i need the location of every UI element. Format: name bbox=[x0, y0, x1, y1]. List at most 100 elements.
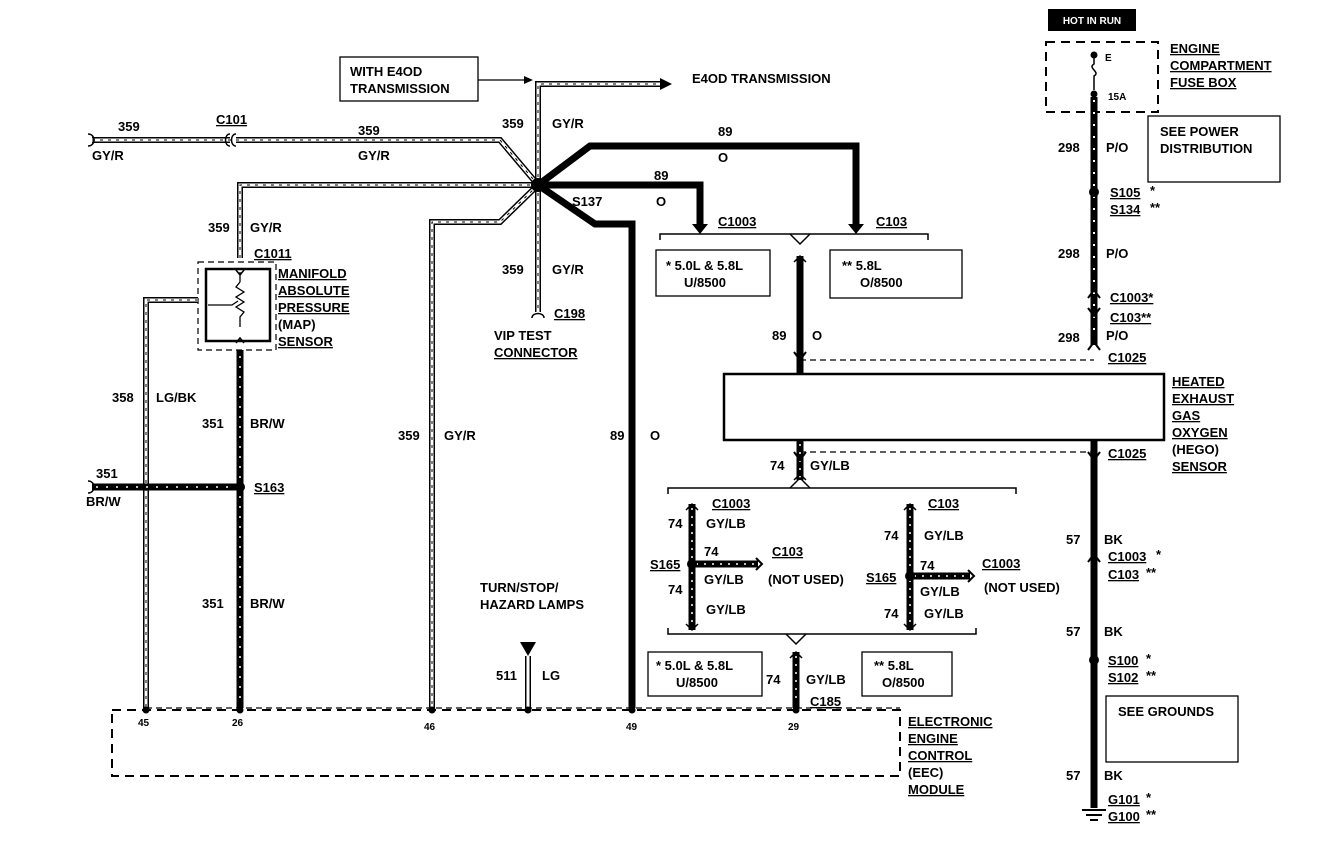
star-g101: * bbox=[1146, 790, 1152, 805]
map-sensor: MANIFOLD ABSOLUTE PRESSURE (MAP) SENSOR bbox=[197, 261, 350, 351]
color-gylb-e: GY/LB bbox=[924, 528, 964, 543]
connectors-upper-right: C1003* C103** C1025 bbox=[1108, 290, 1154, 365]
star-s105: * bbox=[1150, 183, 1156, 198]
splice-s102: S102 bbox=[1108, 670, 1138, 685]
conn-c103-top: C103** bbox=[1110, 310, 1152, 325]
conn-c1025-bottom: C1025 bbox=[1108, 446, 1146, 461]
lamps-label-1: TURN/STOP/ bbox=[480, 580, 559, 595]
variant-top-left-1: * 5.0L & 5.8L bbox=[666, 258, 743, 273]
vip-label-2: CONNECTOR bbox=[494, 345, 578, 360]
eec-label-2: ENGINE bbox=[908, 731, 958, 746]
e4od-target: E4OD TRANSMISSION bbox=[692, 71, 831, 86]
turn-stop-hazard-lamps: TURN/STOP/ HAZARD LAMPS 511 LG bbox=[480, 580, 584, 708]
circuit-57-b: 57 bbox=[1066, 624, 1080, 639]
circuit-89-d: 89 bbox=[772, 328, 786, 343]
circuit-74-b: 74 bbox=[668, 516, 683, 531]
circuit-74-g: 74 bbox=[884, 606, 899, 621]
color-gyr-f: GY/R bbox=[552, 262, 584, 277]
color-gylb-f: GY/LB bbox=[920, 584, 960, 599]
variant-top-right-1: ** 5.8L bbox=[842, 258, 882, 273]
conn-c103-s165r: C103 bbox=[928, 496, 959, 511]
circuit-359-c: 359 bbox=[208, 220, 230, 235]
eec-label-1: ELECTRONIC bbox=[908, 714, 993, 729]
color-o-a: O bbox=[718, 150, 728, 165]
conn-c1025-top: C1025 bbox=[1108, 350, 1146, 365]
color-lg: LG bbox=[542, 668, 560, 683]
splices-s105-s134: S105 * S134 ** bbox=[1110, 183, 1161, 217]
variant-top-right-2: O/8500 bbox=[860, 275, 903, 290]
wire-358-lgbk: 358 LG/BK bbox=[112, 297, 198, 708]
circuit-359-d: 359 bbox=[398, 428, 420, 443]
map-label-2: ABSOLUTE bbox=[278, 283, 350, 298]
hego-sensor: HEATED EXHAUST GAS OXYGEN (HEGO) SENSOR bbox=[722, 359, 1234, 474]
color-gylb-b: GY/LB bbox=[706, 516, 746, 531]
wire-74-eec: 74 GY/LB C185 bbox=[766, 650, 846, 709]
hego-label-2: EXHAUST bbox=[1172, 391, 1234, 406]
color-bk-a: BK bbox=[1104, 532, 1123, 547]
color-gylb-h: GY/LB bbox=[806, 672, 846, 687]
fuse-box-label-2: COMPARTMENT bbox=[1170, 58, 1272, 73]
wire-359-map: 359 GY/R C1011 bbox=[208, 182, 538, 261]
star-g100: ** bbox=[1146, 807, 1157, 822]
power-wire-298: 298 P/O 298 P/O 298 P/O bbox=[1058, 97, 1128, 351]
e4od-note-box: WITH E4OD TRANSMISSION bbox=[339, 56, 533, 102]
eec-label-5: MODULE bbox=[908, 782, 965, 797]
splice-s137-group: S137 89 O 89 O 89 O C1003 C103 bbox=[531, 124, 907, 708]
circuit-89-a: 89 bbox=[718, 124, 732, 139]
hego-label-6: SENSOR bbox=[1172, 459, 1228, 474]
color-po-c: P/O bbox=[1106, 328, 1128, 343]
circuit-74-c: 74 bbox=[704, 544, 719, 559]
circuit-359-e: 359 bbox=[502, 116, 524, 131]
pin-45: 45 bbox=[138, 718, 150, 729]
grounds-note: SEE GROUNDS bbox=[1118, 704, 1214, 719]
variant-bracket-bottom: * 5.0L & 5.8L U/8500 ** 5.8L O/8500 bbox=[647, 628, 977, 697]
ground-symbol-icon bbox=[1082, 809, 1106, 821]
color-o-d: O bbox=[812, 328, 822, 343]
color-o-c: O bbox=[650, 428, 660, 443]
variant-bottom-right-2: O/8500 bbox=[882, 675, 925, 690]
lamps-label-2: HAZARD LAMPS bbox=[480, 597, 584, 612]
color-po-b: P/O bbox=[1106, 246, 1128, 261]
circuit-351-b: 351 bbox=[96, 466, 118, 481]
map-label-1: MANIFOLD bbox=[278, 266, 347, 281]
ground-g100: G100 bbox=[1108, 809, 1140, 824]
conn-c103-s165l: C103 bbox=[772, 544, 803, 559]
variant-top-left-2: U/8500 bbox=[684, 275, 726, 290]
wire-359-eec: 359 GY/R bbox=[398, 182, 541, 708]
e4od-note-2: TRANSMISSION bbox=[350, 81, 450, 96]
wire-359-c101: 359 GY/R C101 359 GY/R bbox=[87, 112, 541, 187]
splice-s165-right: C103 74 GY/LB 74 S165 GY/LB C1003 (NOT U… bbox=[866, 496, 1060, 632]
star-s100: * bbox=[1146, 651, 1152, 666]
color-brw-a: BR/W bbox=[250, 416, 285, 431]
color-gyr-d: GY/R bbox=[444, 428, 476, 443]
hego-label-5: (HEGO) bbox=[1172, 442, 1219, 457]
splice-s165-l: S165 bbox=[650, 557, 680, 572]
circuit-74-h: 74 bbox=[766, 672, 781, 687]
pin-29: 29 bbox=[788, 722, 800, 733]
wire-351-brw: 351 BR/W 351 BR/W S163 351 BR/W bbox=[86, 350, 285, 708]
variant-bottom-left-2: U/8500 bbox=[676, 675, 718, 690]
color-bk-c: BK bbox=[1104, 768, 1123, 783]
power-note-1: SEE POWER bbox=[1160, 124, 1239, 139]
star-c103-bk: ** bbox=[1146, 565, 1157, 580]
color-brw-b: BR/W bbox=[86, 494, 121, 509]
color-gyr-a: GY/R bbox=[92, 148, 124, 163]
circuit-351-a: 351 bbox=[202, 416, 224, 431]
e4od-note-1: WITH E4OD bbox=[350, 64, 422, 79]
conn-c1003-s165l: C1003 bbox=[712, 496, 750, 511]
circuit-351-c: 351 bbox=[202, 596, 224, 611]
pin-46: 46 bbox=[424, 722, 436, 733]
fuse-letter: E bbox=[1105, 53, 1112, 64]
circuit-74-f: 74 bbox=[920, 558, 935, 573]
eec-label-3: CONTROL bbox=[908, 748, 972, 763]
fuse-rating: 15A bbox=[1108, 92, 1126, 103]
map-label-3: PRESSURE bbox=[278, 300, 350, 315]
splice-s165-r: S165 bbox=[866, 570, 896, 585]
not-used-right: (NOT USED) bbox=[984, 580, 1060, 595]
vip-label-1: VIP TEST bbox=[494, 328, 552, 343]
pin-49: 49 bbox=[626, 722, 638, 733]
color-bk-b: BK bbox=[1104, 624, 1123, 639]
see-power-distribution-box: SEE POWER DISTRIBUTION bbox=[1147, 115, 1281, 183]
conn-c1003-bk: C1003 bbox=[1108, 549, 1146, 564]
